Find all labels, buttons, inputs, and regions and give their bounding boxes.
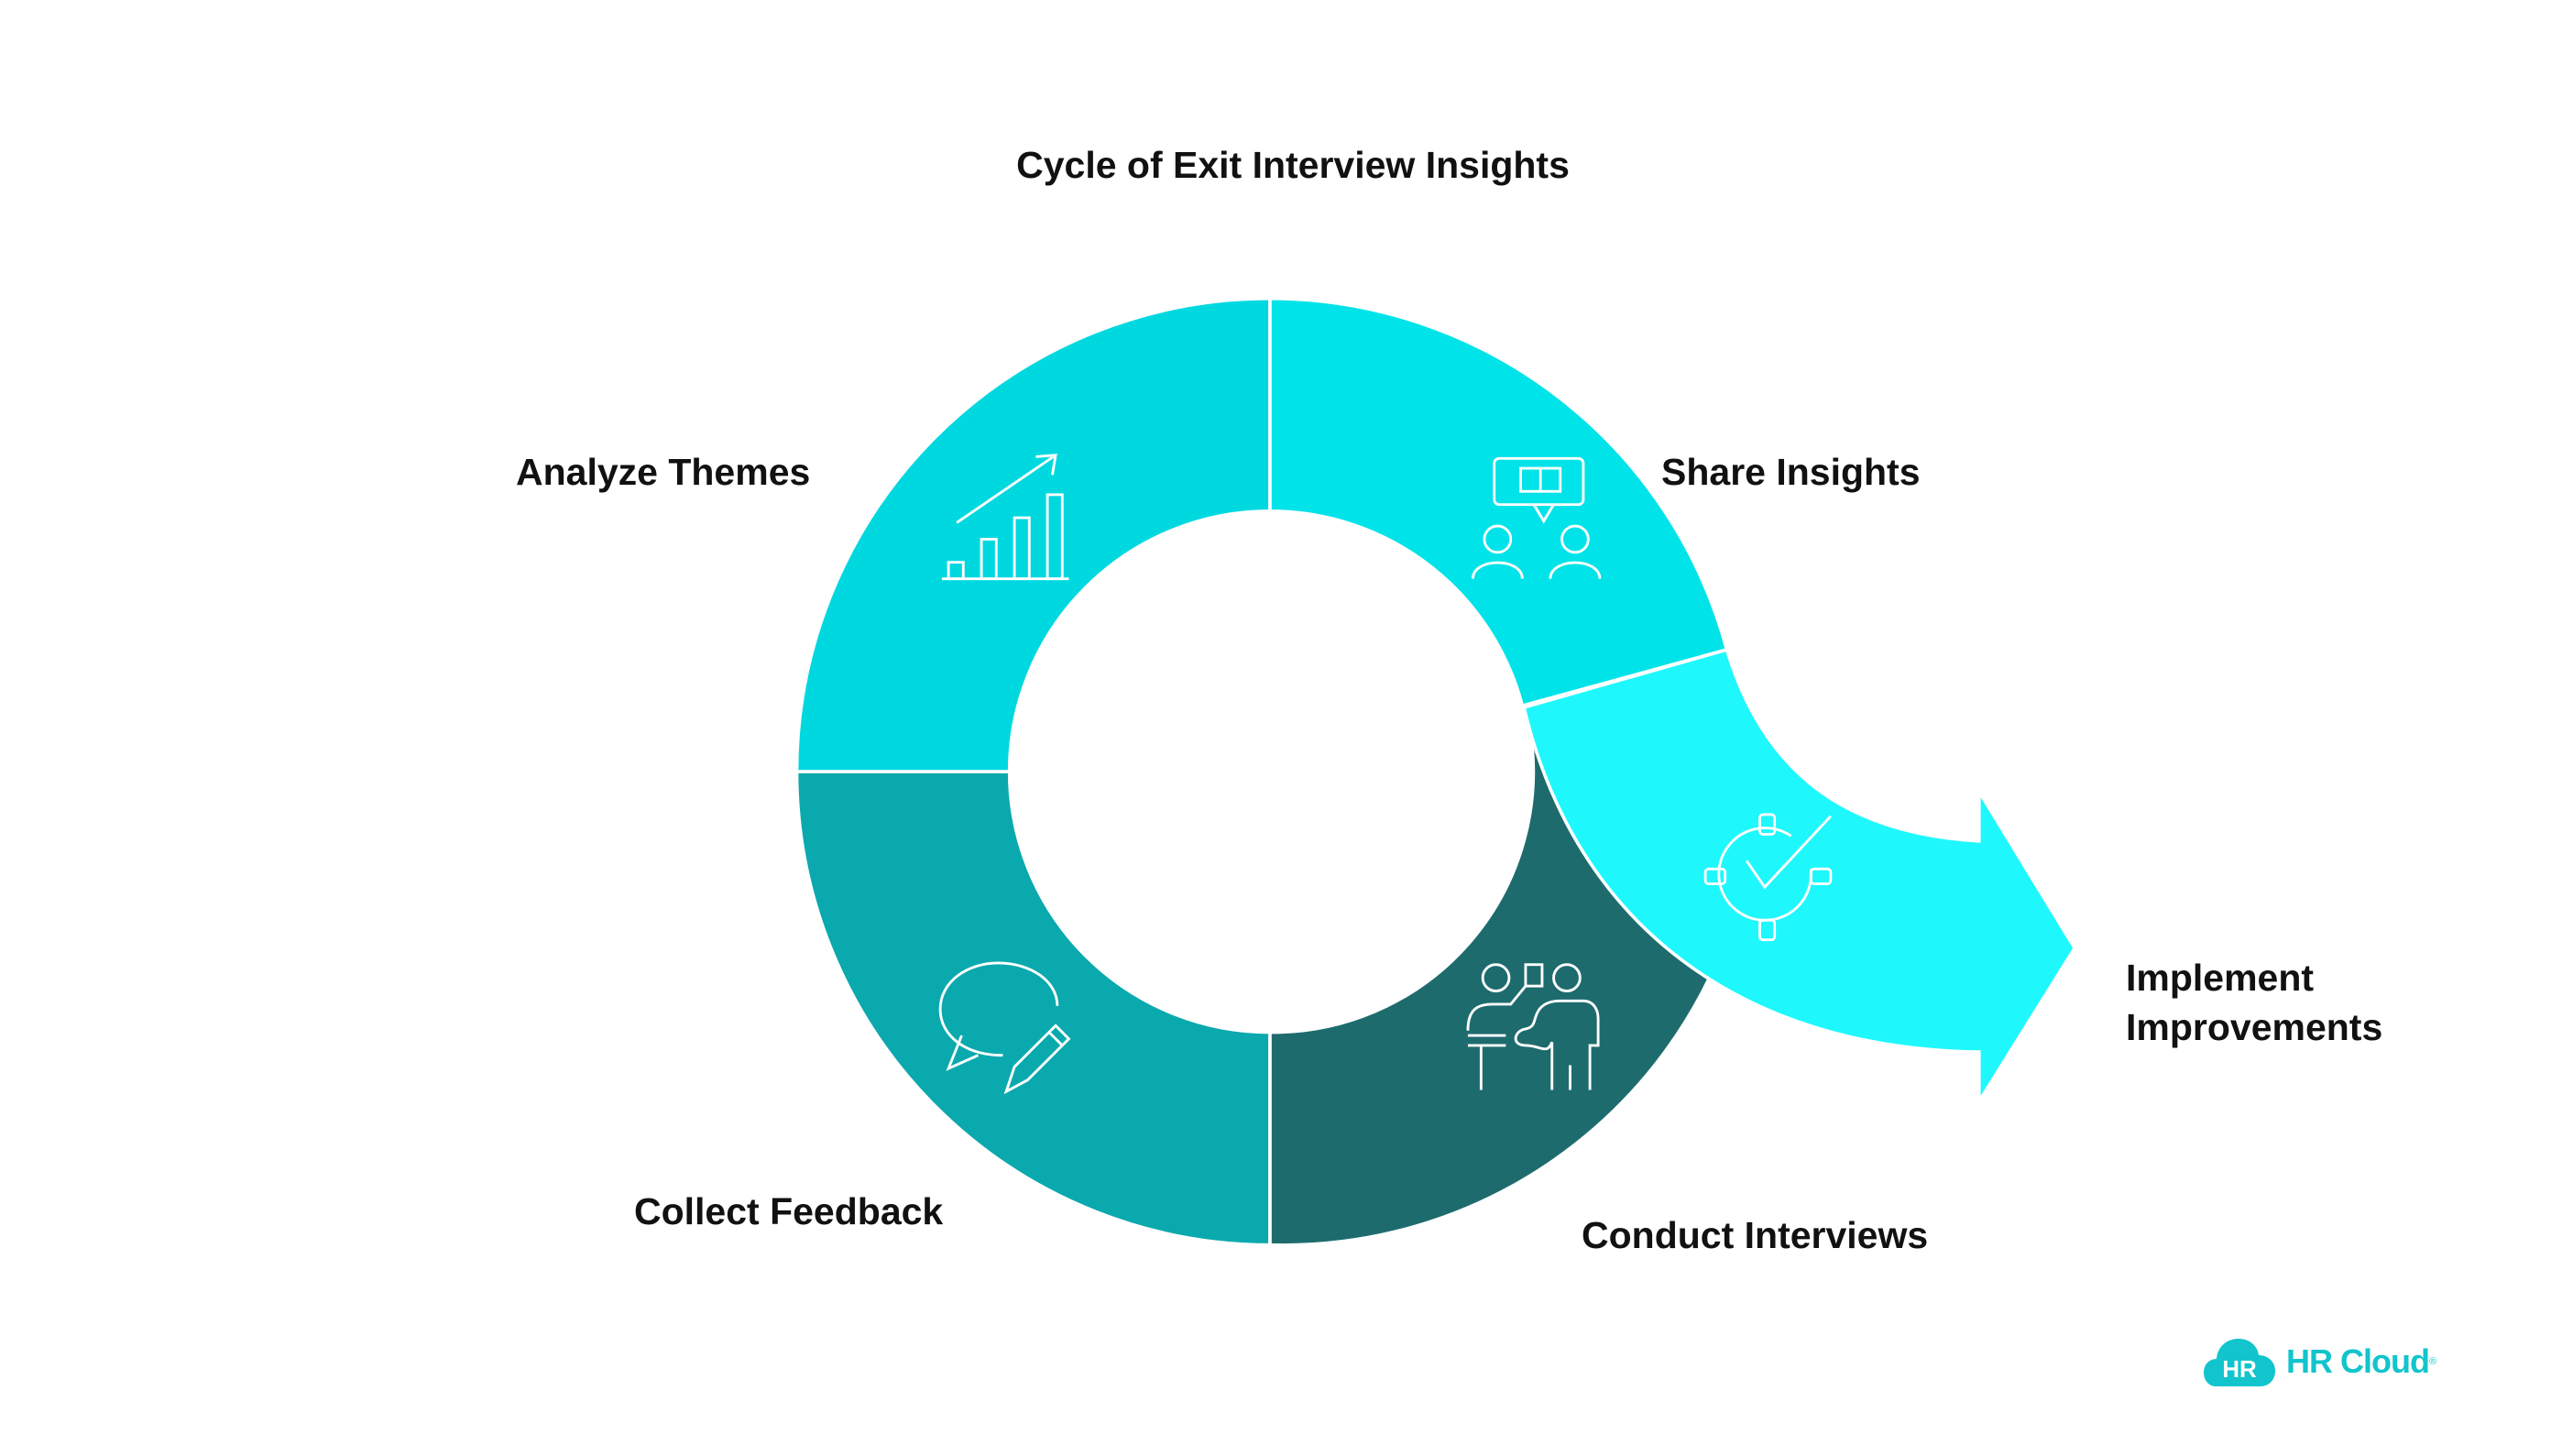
label-conduct-interviews: Conduct Interviews <box>1582 1214 1929 1256</box>
label-analyze-themes: Analyze Themes <box>516 451 811 493</box>
svg-text:HR: HR <box>2222 1355 2257 1383</box>
arrow-implement-improvements <box>1521 647 2077 1108</box>
diagram-title: Cycle of Exit Interview Insights <box>1016 144 1570 186</box>
gear-check-icon <box>1703 813 1833 942</box>
speech-bubble-pencil-icon <box>938 961 1071 1095</box>
label-implement-improvements: Implement Improvements <box>2126 953 2382 1052</box>
label-collect-feedback: Collect Feedback <box>634 1190 944 1232</box>
logo-registered-mark: ® <box>2428 1356 2437 1367</box>
segment-analyze-themes <box>794 296 1272 773</box>
cloud-logo-icon: HR <box>2204 1339 2275 1386</box>
label-share-insights: Share Insights <box>1661 451 1921 493</box>
logo-text: HR Cloud <box>2286 1342 2430 1380</box>
bar-chart-trend-icon <box>941 454 1069 581</box>
label-implement-line2: Improvements <box>2126 1006 2383 1048</box>
segment-collect-feedback <box>794 770 1272 1247</box>
interview-people-icon <box>1466 963 1600 1090</box>
segment-share-insights <box>1268 296 1729 708</box>
label-implement-line1: Implement <box>2126 957 2315 999</box>
people-presentation-icon <box>1471 456 1602 579</box>
hr-cloud-logo: HR HR Cloud ® <box>2204 1333 2436 1390</box>
